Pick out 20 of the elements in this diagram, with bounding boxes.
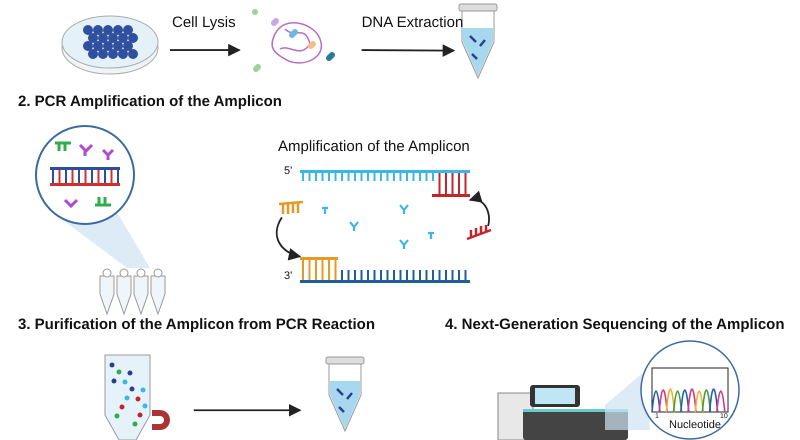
step-heading: 4. Next-Generation Sequencing of the Amplicon bbox=[445, 316, 784, 333]
strand-end-label: 5' bbox=[284, 165, 292, 177]
arrow bbox=[362, 44, 456, 57]
step-heading: 2. PCR Amplification of the Amplicon bbox=[18, 93, 282, 110]
arrow bbox=[276, 216, 302, 260]
pcr-mix-zoom-drawing bbox=[35, 125, 150, 268]
primer-drawing bbox=[466, 226, 492, 240]
primer-drawing bbox=[278, 202, 304, 216]
edge-label: DNA Extraction bbox=[362, 14, 464, 32]
step-heading: 3. Purification of the Amplicon from PCR Reaction bbox=[18, 316, 375, 333]
drawing-title: Amplification of the Amplicon bbox=[278, 138, 470, 155]
arrow bbox=[468, 192, 490, 226]
axis-title: Nucleotide bbox=[669, 419, 721, 431]
template-strand-drawing bbox=[300, 255, 470, 285]
arrow bbox=[194, 404, 302, 417]
edge-label: Cell Lysis bbox=[172, 14, 236, 32]
pcr-tubes-drawing bbox=[98, 268, 168, 316]
chromatogram-zoom-drawing bbox=[605, 340, 740, 440]
arrow bbox=[170, 44, 241, 56]
strand-end-label: 3' bbox=[284, 270, 292, 282]
